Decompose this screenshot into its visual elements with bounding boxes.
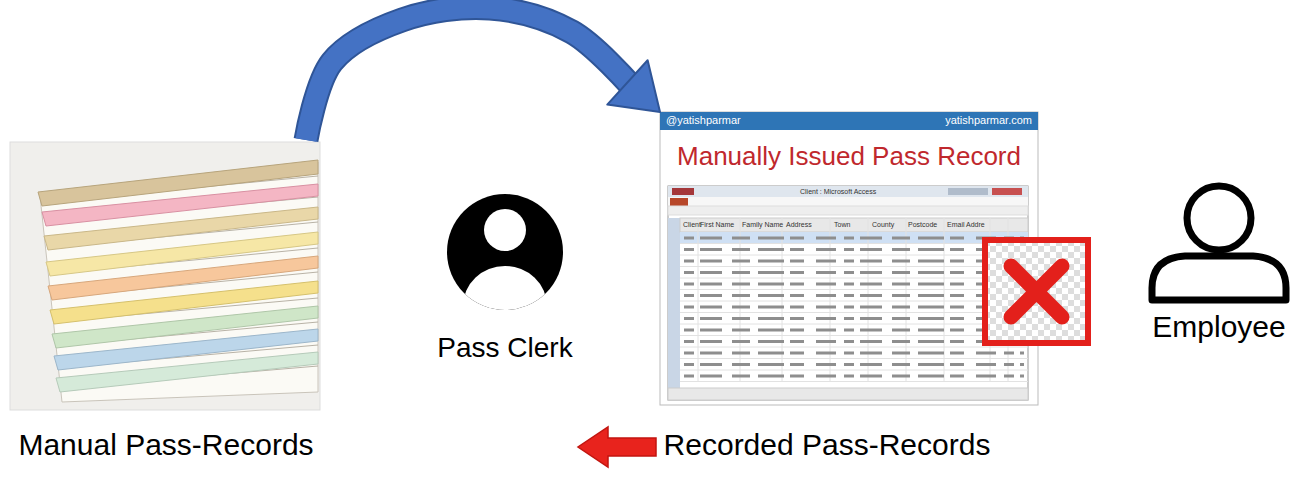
column-header: Family Name	[742, 221, 783, 229]
node-caption: Manual Pass-Records	[10, 428, 322, 463]
column-header: Postcode	[908, 221, 937, 229]
screenshot	[660, 112, 1088, 405]
close-button	[992, 188, 1022, 195]
access-window	[668, 186, 1028, 400]
ribbon	[668, 206, 1028, 215]
column-header: Address	[786, 221, 812, 229]
employee-icon	[1152, 186, 1286, 300]
block-arrow	[578, 427, 656, 467]
header-site: yatishparmar.com	[945, 114, 1032, 127]
file-tab	[670, 198, 688, 206]
clerk-icon	[447, 194, 563, 346]
header-handle: @yatishparmar	[666, 114, 741, 127]
cross-box	[985, 240, 1088, 343]
folder	[56, 352, 318, 392]
arrow-head	[607, 60, 660, 112]
clerk-node: Pass Clerk	[425, 190, 585, 370]
cell-text-marks	[684, 238, 1024, 376]
ribbon-tabs	[668, 197, 1028, 206]
node-caption: Recorded Pass-Records	[638, 428, 1016, 463]
folder-stack-node: Manual Pass-Records	[10, 140, 322, 475]
header-bar	[660, 112, 1038, 130]
column-header: Email Addre	[947, 221, 985, 229]
column-header: First Name	[700, 221, 734, 229]
node-caption: Pass Clerk	[425, 332, 585, 364]
window-title: Client : Microsoft Access	[800, 188, 876, 196]
arrow-shaft	[306, 7, 630, 140]
screenshot-node: @yatishparmar yatishparmar.comManually Is…	[660, 112, 1038, 474]
table-header	[680, 218, 1028, 232]
red-cross	[1011, 266, 1062, 317]
employee-node: Employee	[1138, 180, 1300, 355]
screenshot-title: Manually Issued Pass Record	[660, 142, 1038, 172]
employee-body	[1152, 256, 1286, 300]
flow-arrow	[306, 7, 660, 140]
window-buttons	[948, 188, 988, 195]
employee-head	[1187, 186, 1251, 250]
column-header: Town	[834, 221, 850, 229]
screenshot-frame	[660, 112, 1038, 405]
navigation-pane	[668, 218, 680, 390]
flow-arrow	[578, 427, 656, 467]
column-header: County	[872, 221, 894, 229]
app-icons	[672, 188, 694, 195]
row-lines	[680, 244, 1028, 382]
node-caption: Employee	[1138, 310, 1300, 345]
arrow-shaft-outline	[306, 7, 630, 140]
photo-ground	[10, 142, 320, 410]
status-bar	[668, 388, 1028, 400]
column-header: Client	[683, 221, 701, 229]
column-lines	[698, 218, 1008, 382]
clerk-head	[484, 209, 526, 251]
title-bar	[668, 186, 1028, 197]
folder-stack-photo	[10, 142, 320, 410]
